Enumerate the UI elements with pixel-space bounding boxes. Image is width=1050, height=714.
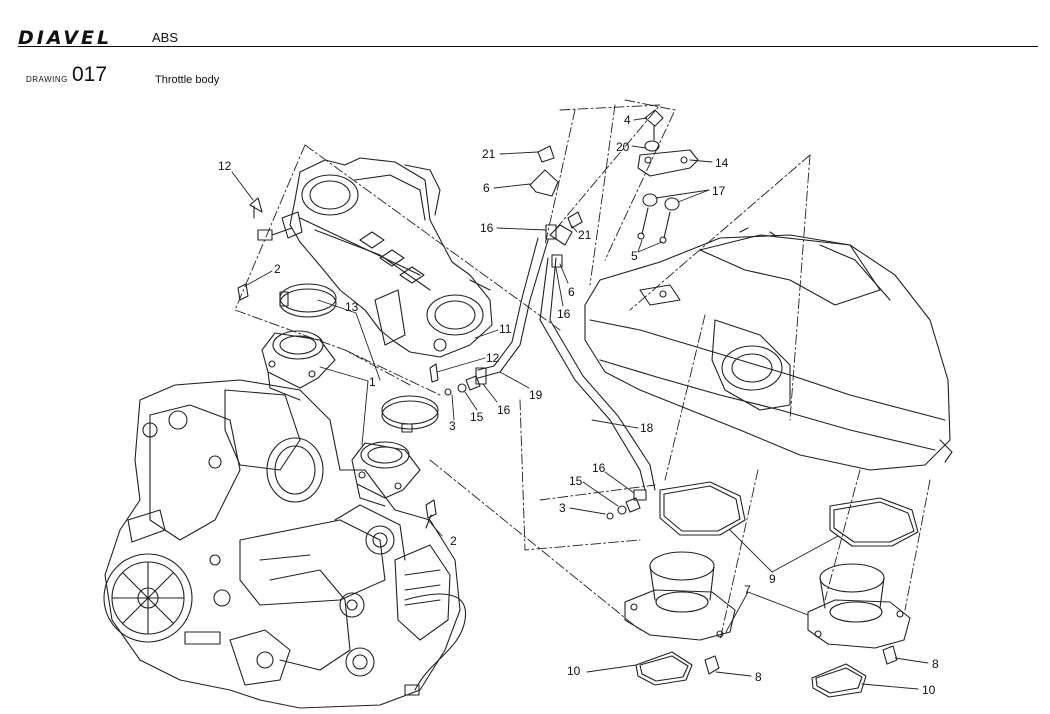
callout-17: 17 [712, 184, 726, 198]
callout-12: 12 [218, 159, 232, 173]
bellmouth-left [624, 551, 736, 641]
fuel-hoses [475, 224, 656, 501]
hose-clamp-rear [381, 395, 439, 433]
callout-2: 2 [274, 262, 281, 276]
callout-21: 21 [578, 228, 592, 242]
callout-16: 16 [480, 221, 494, 235]
intake-gasket-left [659, 481, 746, 536]
callout-13: 13 [345, 300, 359, 314]
callout-12: 12 [486, 351, 500, 365]
callout-6: 6 [483, 181, 490, 195]
assembly-dash-lines [234, 99, 931, 641]
callout-8: 8 [932, 657, 939, 671]
callout-7: 7 [744, 583, 751, 597]
callout-6: 6 [568, 285, 575, 299]
callout-20: 20 [616, 140, 630, 154]
intake-gasket-right [829, 497, 919, 547]
page-header: DIAVEL ABS [0, 0, 1050, 48]
leader-lines [231, 117, 929, 690]
throttle-body-assembly [257, 157, 493, 358]
callout-4: 4 [624, 113, 631, 127]
callout-14: 14 [715, 156, 729, 170]
drawing-word: DRAWING [26, 75, 68, 84]
callout-16: 16 [497, 403, 511, 417]
callout-10: 10 [567, 664, 581, 678]
header-divider [18, 46, 1038, 47]
callout-1: 1 [369, 375, 376, 389]
callout-16: 16 [592, 461, 606, 475]
callout-15: 15 [569, 474, 583, 488]
callout-labels: 12 2 13 1 3 15 16 11 12 19 21 6 16 21 6 … [218, 113, 939, 697]
o-ring-left [635, 651, 693, 686]
engine-crankcase [103, 379, 467, 709]
callout-10: 10 [922, 683, 936, 697]
callout-21: 21 [482, 147, 496, 161]
callout-15: 15 [470, 410, 484, 424]
intake-manifold-rear [351, 441, 421, 507]
callout-5: 5 [631, 249, 638, 263]
callout-8: 8 [755, 670, 762, 684]
o-ring-right [811, 663, 867, 698]
callout-3: 3 [559, 501, 566, 515]
small-hardware [237, 109, 898, 675]
callout-3: 3 [449, 419, 456, 433]
callout-11: 11 [499, 322, 512, 336]
bellmouth-right [807, 563, 911, 649]
callout-9: 9 [769, 572, 776, 586]
model-label: ABS [152, 30, 179, 45]
drawing-title: Throttle body [155, 74, 220, 86]
airbox-assembly [584, 227, 953, 471]
callout-2: 2 [450, 534, 457, 548]
callout-16: 16 [557, 307, 571, 321]
callout-18: 18 [640, 421, 654, 435]
drawing-number: 017 [72, 63, 108, 86]
hose-clamp-front [279, 283, 337, 318]
brand-logo: DIAVEL [18, 27, 113, 49]
callout-19: 19 [529, 388, 543, 402]
